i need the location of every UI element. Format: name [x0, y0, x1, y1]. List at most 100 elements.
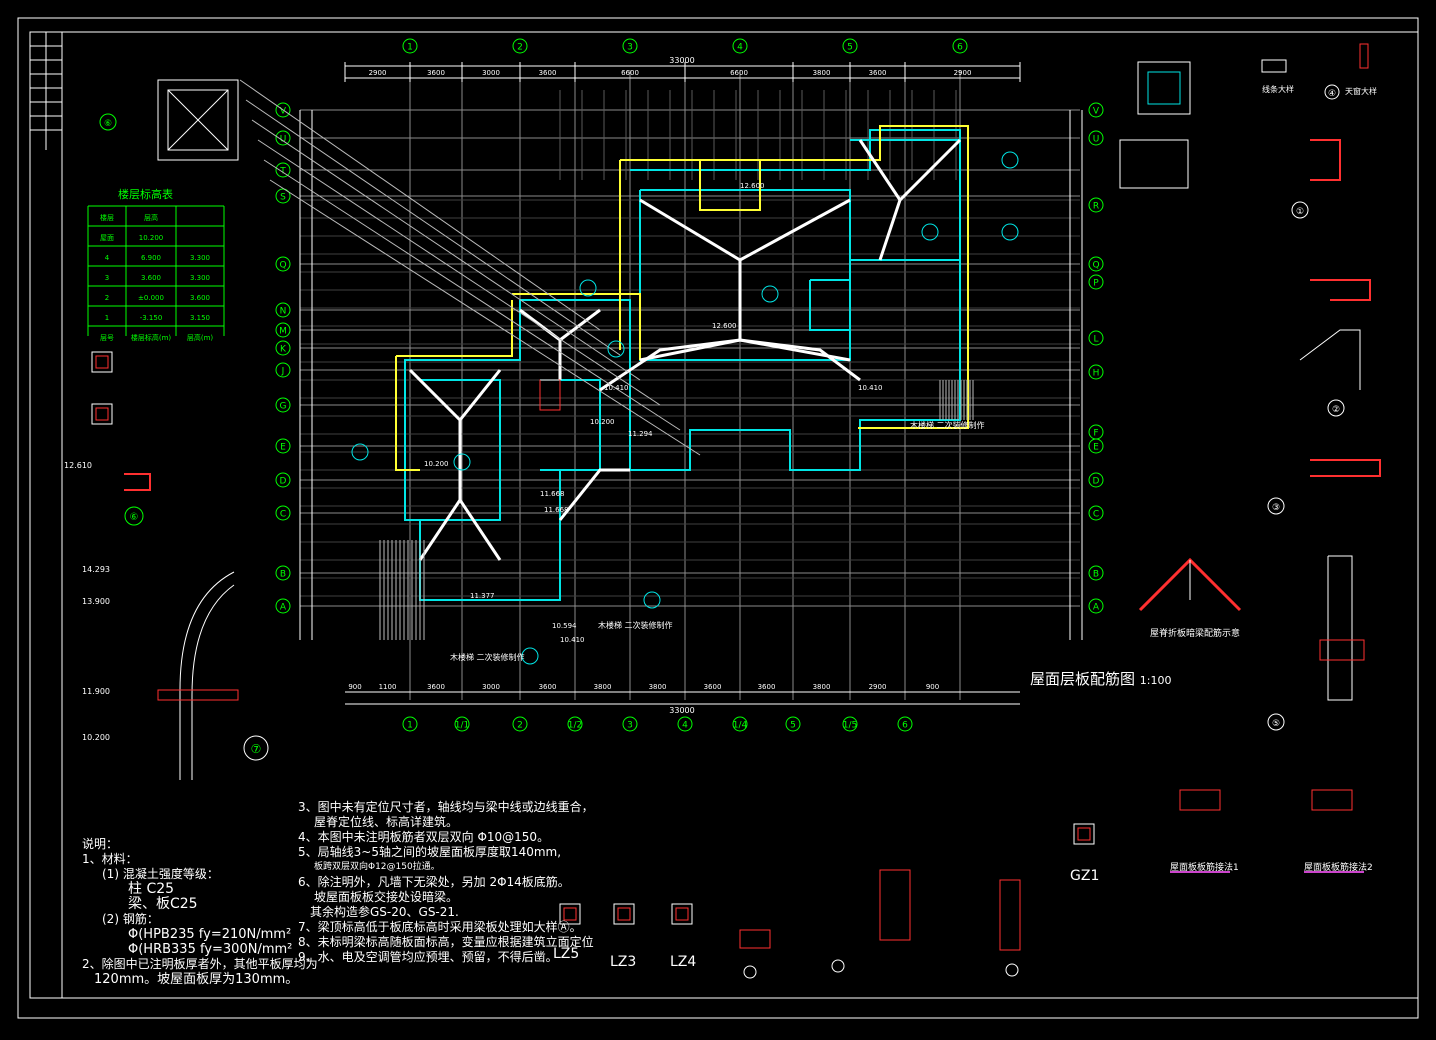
dimension-total: 33000 [669, 706, 694, 715]
side-elevation: 11.900 [82, 687, 110, 696]
note-line: 屋脊定位线、标高详建筑。 [314, 815, 459, 829]
note-line: Φ(HPB235 fy=210N/mm² [128, 927, 292, 942]
reference-leader [251, 119, 641, 381]
skylight-box-inner [1147, 71, 1181, 105]
elevation-label: 10.200 [590, 418, 615, 426]
slab-joint-detail-2 [1311, 789, 1353, 811]
detail-5-profile [1327, 555, 1353, 701]
column-label-lz3: LZ3 [610, 954, 637, 970]
section-marker-bubble [521, 647, 539, 665]
axis-bubble-left-label: J [281, 367, 285, 377]
axis-bubble-left [275, 397, 291, 413]
axis-bubble-top [622, 38, 638, 54]
axis-bubble-right-label: F [1093, 429, 1098, 439]
detail-bubble-7-label: ⑦ [251, 742, 262, 756]
dimension-text: 3600 [427, 683, 445, 691]
axis-bubble-right [1088, 364, 1104, 380]
axis-bubble-left [275, 472, 291, 488]
dimension-text: 900 [348, 683, 361, 691]
axis-bubble-right-label: C [1093, 510, 1099, 520]
side-elevation: 10.200 [82, 733, 110, 742]
axis-bubble-left-label: A [280, 603, 287, 613]
beam-line [620, 125, 969, 429]
note-line: 梁、板C25 [128, 896, 198, 912]
elevation-label: 12.600 [712, 322, 737, 330]
axis-bubble-top [732, 38, 748, 54]
column-section-detail [91, 351, 113, 373]
axis-bubble-bottom-label: 1/1 [455, 721, 469, 731]
dimension-text: 2900 [954, 69, 972, 77]
axis-bubble-right-label: D [1093, 477, 1100, 487]
dimension-total: 33000 [669, 56, 694, 65]
dimension-text: 3800 [813, 69, 831, 77]
column-section-lz5 [559, 903, 581, 925]
dimension-text: 3600 [427, 69, 445, 77]
axis-bubble-top-label: 4 [737, 43, 743, 53]
detail-bubble-5-label: ⑤ [1272, 719, 1280, 729]
reference-leader [269, 179, 701, 456]
level-table-cell: 6.900 [141, 254, 161, 262]
note-line: 1、材料： [82, 852, 138, 866]
axis-bubble-top-label: 3 [627, 43, 633, 53]
side-elevation: 13.900 [82, 597, 110, 606]
dimension-text: 3800 [813, 683, 831, 691]
axis-bubble-bottom [454, 716, 470, 732]
detail-bubble-6b-label: ⑥ [130, 512, 139, 523]
axis-bubble-right [1088, 565, 1104, 581]
axis-bubble-right-label: H [1093, 369, 1100, 379]
ridge-line [558, 468, 630, 521]
axis-bubble-top-label: 6 [957, 43, 963, 53]
section-marker-bubble [643, 591, 661, 609]
level-table-cell: 4 [105, 254, 110, 262]
side-elevation: 14.293 [82, 565, 110, 574]
axis-bubble-right-label: R [1093, 202, 1099, 212]
dimension-text: 3800 [594, 683, 612, 691]
axis-bubble-left-label: M [279, 327, 287, 337]
axis-bubble-top-label: 1 [407, 43, 413, 53]
note-line: 6、除注明外，凡墙下无梁处，另加 2Φ14板底筋。 [298, 875, 570, 889]
drawing-scale: 1:100 [1139, 674, 1172, 687]
detail-4-profile [1359, 43, 1369, 69]
axis-bubble-right-label: E [1093, 443, 1099, 453]
level-table-cell: -3.150 [140, 314, 163, 322]
axis-bubble-bottom-label: 1/2 [568, 721, 582, 731]
axis-bubble-right [1088, 438, 1104, 454]
axis-bubble-left-label: D [280, 477, 287, 487]
detail-1-profile [1310, 139, 1341, 181]
axis-bubble-left-label: E [280, 443, 286, 453]
axis-bubble-left [275, 565, 291, 581]
axis-bubble-top [842, 38, 858, 54]
side-elevation: 12.610 [64, 461, 92, 470]
notes-left: 说明： 1、材料： (1) 混凝土强度等级： 柱 C25 梁、板C25 (2) … [82, 837, 318, 987]
detail-bubble-1 [1291, 201, 1309, 219]
axis-bubble-bottom [567, 716, 583, 732]
detail-bubble-3 [1267, 497, 1285, 515]
reference-leader [245, 99, 621, 356]
beam-detail-a [879, 869, 911, 941]
elevation-label: 11.294 [628, 430, 653, 438]
axis-bubble-right [1088, 505, 1104, 521]
dimension-text: 3600 [539, 69, 557, 77]
column-section-lz4-rebar [675, 907, 689, 921]
level-table-cell: 3.600 [141, 274, 161, 282]
note-line: (1) 混凝土强度等级： [102, 867, 219, 881]
notes-heading: 说明： [82, 837, 119, 851]
axis-bubble-right [1088, 130, 1104, 146]
axis-bubble-right [1088, 197, 1104, 213]
stair-callout: 木楼梯 二次装修制作 [910, 421, 985, 430]
eave-detail [124, 473, 151, 491]
column-section-lz4 [671, 903, 693, 925]
level-table-cell: 层高 [144, 213, 158, 222]
column-section-gz1 [1073, 823, 1095, 845]
axis-bubble-top [952, 38, 968, 54]
note-line: 2、除图中已注明板厚者外，其他平板厚均为 [82, 957, 318, 971]
ridge-line [408, 368, 502, 423]
axis-bubble-right-label: P [1093, 279, 1099, 289]
level-table-cell: 1 [105, 314, 109, 322]
axis-bubble-left [275, 256, 291, 272]
drawing-title-text: 屋面层板配筋图 [1030, 670, 1136, 688]
note-line: 3、图中未有定位尺寸者，轴线均与梁中线或边线重合， [298, 800, 594, 814]
dimension-text: 2900 [869, 683, 887, 691]
level-table-cell: 10.200 [139, 234, 164, 242]
note-line: 板跨双层双向Φ12@150拉通。 [314, 862, 440, 872]
